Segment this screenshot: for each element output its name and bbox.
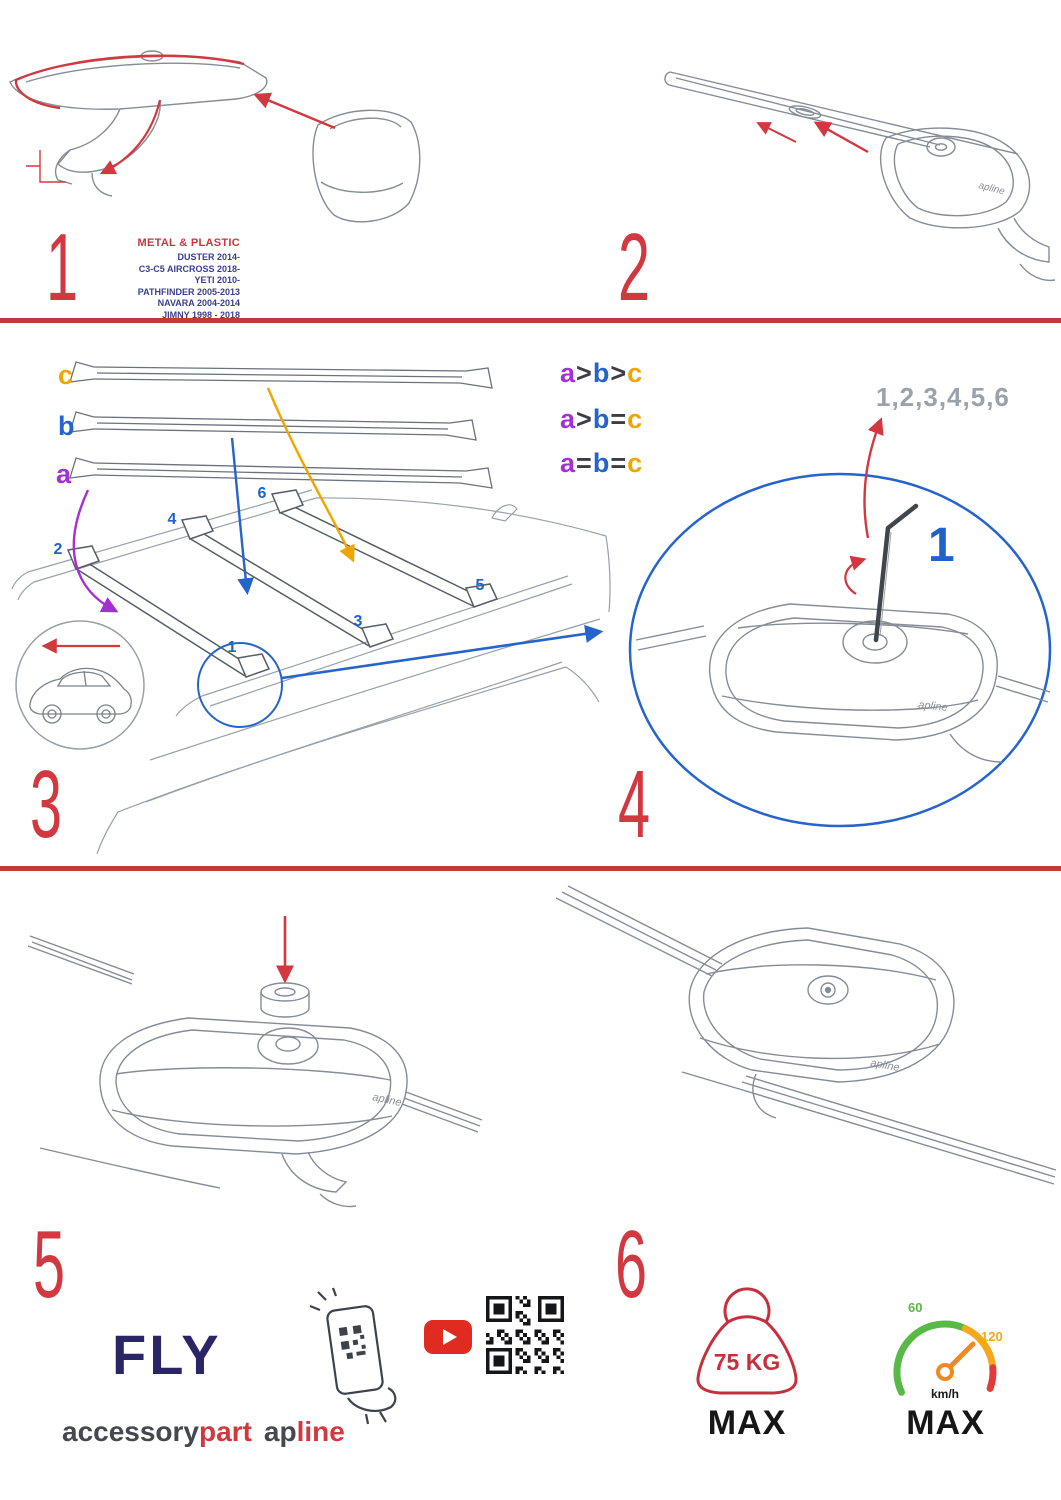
legend-b: b (592, 358, 611, 388)
brand-line: line (296, 1416, 345, 1447)
compatible-models-list: DUSTER 2014- C3-C5 AIRCROSS 2018- YETI 2… (58, 252, 240, 321)
tightening-sequence: 1,2,3,4,5,6 (876, 382, 1010, 412)
step6-finished-illustration: apline (555, 885, 1057, 1185)
position-6: 6 (258, 485, 267, 502)
speed-unit-label: km/h (931, 1387, 959, 1401)
model-item: PATHFINDER 2005-2013 (137, 286, 240, 297)
section-divider (0, 866, 1061, 871)
zoom-circle (628, 472, 1052, 828)
legend-c: c (627, 448, 644, 478)
position-2: 2 (54, 541, 63, 558)
legend-op: = (576, 448, 593, 478)
allen-key (873, 503, 919, 643)
car-side-view (29, 667, 132, 724)
max-weight-value: 75 KG (714, 1349, 780, 1375)
position-4: 4 (168, 511, 177, 528)
speedometer-needle (936, 1341, 976, 1381)
model-item: DUSTER 2014- (177, 252, 240, 262)
step1-annotation-arrows (14, 54, 336, 183)
max-weight-label: MAX (707, 1404, 787, 1442)
step-2-number: 2 (618, 214, 651, 321)
legend-c: c (627, 358, 644, 388)
foot-line-art (879, 127, 1056, 282)
foot-and-rail-line-art (27, 935, 483, 1208)
step2-annotation-arrows (756, 121, 869, 154)
bar-size-labels: c b a (56, 360, 75, 489)
legend-op: > (576, 404, 593, 434)
step4-tightening-detail: apline (628, 417, 1052, 828)
product-mark-on-foot: apline (371, 1091, 402, 1109)
size-legend-row-1: a>b>c (560, 358, 643, 389)
max-weight-icon: 75 KG (696, 1287, 798, 1395)
bar-label-b: b (58, 411, 75, 441)
clamp-line-art (9, 50, 268, 197)
cap-knob-line-art (260, 982, 310, 1018)
brand-accessory: accessory (62, 1416, 200, 1447)
detail-callout (197, 624, 604, 728)
three-bars-line-art (69, 361, 493, 489)
phone-scan-icon (309, 1287, 397, 1425)
legend-b: b (592, 448, 611, 478)
legend-c: c (627, 404, 644, 434)
max-speed-label: MAX (906, 1404, 985, 1442)
assembled-foot-line-art (555, 885, 1057, 1185)
model-item: YETI 2010- (194, 275, 240, 285)
speed-high-label: 120 (981, 1329, 1003, 1344)
legend-a: a (560, 358, 577, 388)
product-mark-on-foot: apline (918, 699, 948, 714)
youtube-icon (424, 1320, 472, 1354)
step-6-number: 6 (615, 1211, 648, 1318)
step-1-number: 1 (46, 214, 79, 321)
legend-op: = (610, 448, 628, 478)
brand-ap: ap (263, 1416, 297, 1447)
model-item: JIMNY 1998 - 2018 (162, 309, 240, 320)
product-mark-on-foot: apline (977, 180, 1006, 197)
material-label: METAL & PLASTIC (137, 237, 240, 249)
sequence-start-number: 1 (928, 519, 955, 572)
qr-code (486, 1296, 564, 1374)
legend-b: b (592, 404, 611, 434)
step-5-number: 5 (33, 1211, 66, 1318)
step2-bar-illustration: apline (664, 71, 1056, 282)
legend-a: a (560, 448, 577, 478)
car-direction-inset (15, 620, 145, 750)
position-1: 1 (228, 639, 237, 656)
bar-label-c: c (58, 360, 73, 390)
max-speed-icon: 60 120 km/h (893, 1300, 1003, 1401)
phone-screen-qr (338, 1324, 366, 1360)
step3-roof-layout-illustration: c b a (11, 360, 611, 855)
position-numbers: 2 4 6 1 3 5 (54, 485, 485, 656)
size-legend-row-3: a=b=c (560, 448, 643, 479)
size-legend-row-2: a>b=c (560, 404, 643, 435)
product-mark-on-foot: apline (869, 1057, 900, 1074)
legend-op: > (576, 358, 593, 388)
step4-annotation-arrows (844, 417, 884, 595)
brand-part: part (199, 1416, 252, 1447)
bar-to-position-arrows (72, 387, 355, 613)
fly-logo: FLY (112, 1323, 222, 1386)
speed-low-label: 60 (908, 1300, 922, 1315)
legend-op: > (610, 358, 628, 388)
step5-cap-illustration: apline (27, 916, 483, 1208)
speedometer-arc (893, 1320, 997, 1396)
car-roof-line-art (11, 489, 611, 855)
crossbar-line-art (664, 71, 1019, 155)
model-item: C3-C5 AIRCROSS 2018- (138, 263, 240, 274)
step1-clamp-illustration (9, 50, 421, 223)
step-3-number: 3 (30, 751, 63, 858)
cover-part-line-art (312, 109, 421, 223)
legend-op: = (610, 404, 628, 434)
position-5: 5 (476, 577, 485, 594)
foot-detail-line-art (635, 603, 1051, 763)
model-item: NAVARA 2004-2014 (157, 298, 240, 308)
position-3: 3 (354, 613, 363, 630)
mounted-crossbars-line-art (66, 489, 499, 678)
legend-a: a (560, 404, 577, 434)
section-divider (0, 318, 1061, 323)
kettlebell-outline (696, 1287, 798, 1395)
step-4-number: 4 (618, 751, 651, 858)
bar-label-a: a (56, 459, 72, 489)
